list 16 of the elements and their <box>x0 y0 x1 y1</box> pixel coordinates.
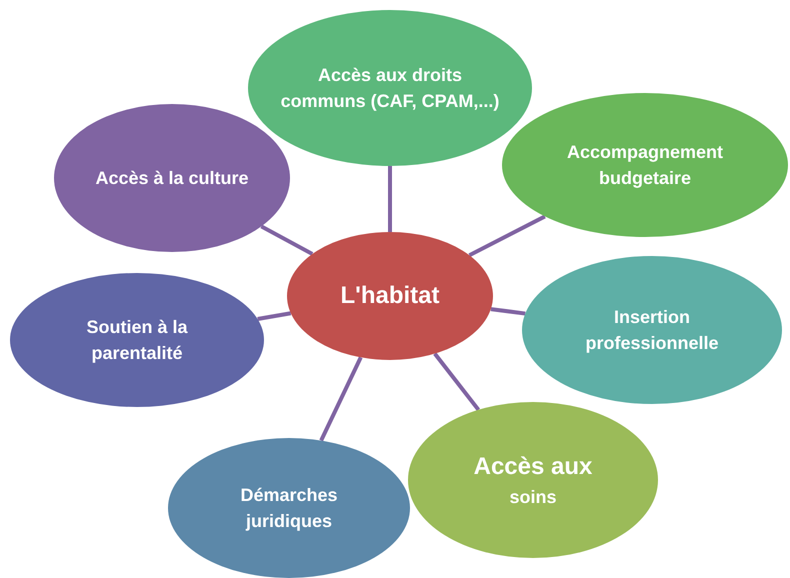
node-label: soins <box>509 486 556 510</box>
connector-line <box>257 311 292 321</box>
node-label: Insertion professionnelle <box>584 306 720 355</box>
node-label: Accès aux <box>474 452 592 482</box>
node-label: Accompagnement budgetaire <box>566 140 724 190</box>
node-label: Démarches juridiques <box>239 484 339 533</box>
node-label: Accès à la culture <box>95 166 249 190</box>
connector-line <box>260 224 314 256</box>
connector-line <box>468 214 546 257</box>
node-label: L'habitat <box>340 280 440 311</box>
connector-line <box>490 307 526 316</box>
node-label: Accès aux droits communs (CAF, CPAM,...) <box>280 64 500 113</box>
connector-line <box>433 352 480 412</box>
connector-line <box>388 166 392 232</box>
node-label: Soutien à la parentalité <box>85 316 189 365</box>
connector-line <box>319 356 363 442</box>
